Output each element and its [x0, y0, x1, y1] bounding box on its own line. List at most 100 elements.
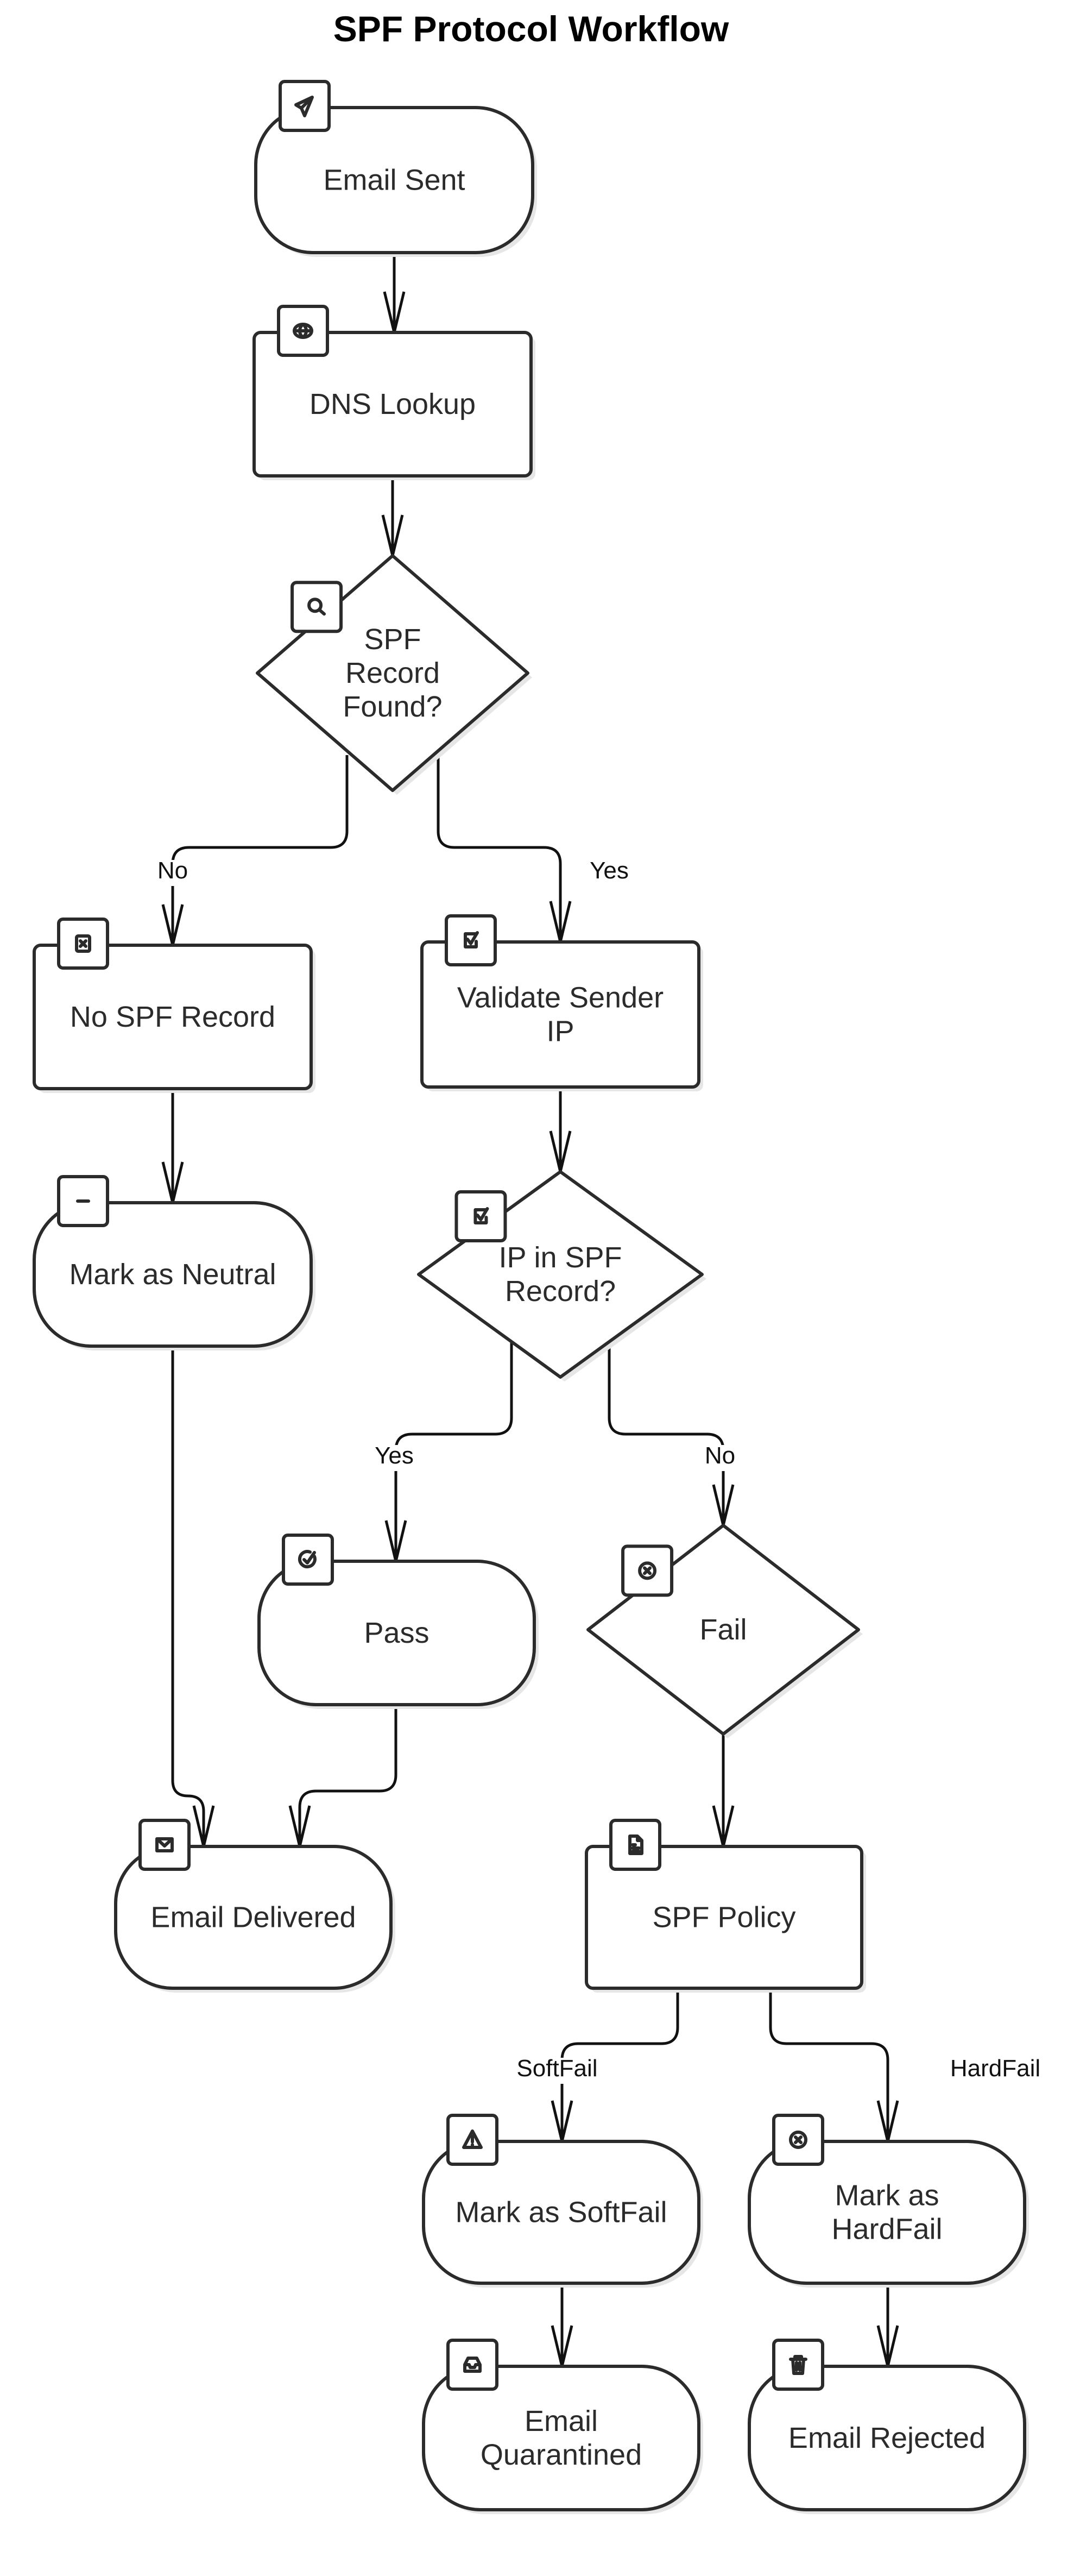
node-label: HardFail — [831, 2213, 942, 2246]
x-square-icon — [57, 918, 109, 970]
edge-email-sent-to-dns-lookup — [383, 253, 406, 333]
edge-line — [171, 755, 349, 945]
edge-spf-record-found-to-validate-sender-ip — [437, 755, 572, 943]
node-mark-neutral[interactable]: Mark as Neutral — [33, 1175, 315, 1350]
edge-fail-to-spf-policy — [712, 1734, 735, 1847]
node-label: Found? — [343, 690, 442, 723]
search-icon — [290, 581, 343, 633]
edge-label-bg — [704, 1445, 736, 1471]
node-label: Email Sent — [323, 164, 465, 197]
warning-icon — [446, 2114, 498, 2166]
edge-validate-sender-ip-to-ip-in-spf — [549, 1087, 572, 1172]
edge-label-bg — [371, 1445, 418, 1471]
node-dns-lookup[interactable]: DNS Lookup — [252, 305, 535, 480]
edge-line — [394, 1342, 513, 1561]
edge-label: No — [157, 857, 188, 884]
edge-dns-lookup-to-spf-record-found — [381, 476, 404, 556]
mail-icon — [138, 1819, 191, 1871]
edge-ip-in-spf-to-fail — [608, 1342, 735, 1526]
node-email-delivered[interactable]: Email Delivered — [114, 1819, 395, 1993]
terminal-shape — [254, 106, 534, 254]
node-label: Mark as — [835, 2179, 939, 2212]
inbox-icon — [446, 2339, 498, 2391]
edge-label: Yes — [375, 1442, 414, 1469]
node-label: Record? — [505, 1275, 616, 1308]
process-box — [33, 944, 313, 1090]
node-label: IP — [546, 1015, 574, 1048]
process-box — [585, 1845, 863, 1990]
edge-label-bg — [586, 860, 633, 886]
node-label: Validate Sender — [457, 982, 664, 1014]
edge-label-bg — [156, 860, 189, 886]
terminal-shape — [257, 1560, 536, 1706]
node-spf-policy[interactable]: SPF Policy — [585, 1819, 866, 1993]
edge-line — [437, 755, 562, 942]
edge-label-bg — [500, 2058, 614, 2084]
minus-icon — [57, 1175, 109, 1227]
edge-label: Yes — [590, 857, 629, 884]
node-email-rejected[interactable]: Email Rejected — [748, 2339, 1029, 2514]
node-label: Fail — [699, 1613, 747, 1646]
edge-line — [298, 1705, 397, 1846]
node-label: Quarantined — [481, 2439, 642, 2471]
edge-label: No — [705, 1442, 735, 1469]
terminal-shape — [422, 2140, 700, 2285]
node-pass[interactable]: Pass — [257, 1534, 539, 1709]
check-square-icon — [454, 1190, 507, 1243]
node-label: Mark as SoftFail — [455, 2196, 667, 2229]
node-label: Email Delivered — [150, 1901, 356, 1934]
node-label: Email Rejected — [788, 2422, 986, 2454]
node-label: Mark as Neutral — [69, 1258, 276, 1291]
node-fail[interactable]: Fail — [586, 1524, 863, 1738]
x-circle-icon — [772, 2114, 824, 2166]
globe-icon — [277, 305, 329, 357]
edge-no-spf-record-to-mark-neutral — [161, 1089, 184, 1203]
node-label: SPF — [364, 623, 421, 656]
terminal-shape — [422, 2365, 700, 2511]
edge-mark-neutral-to-email-delivered — [171, 1346, 215, 1847]
node-no-spf-record[interactable]: No SPF Record — [33, 918, 315, 1093]
edge-line — [769, 1988, 889, 2141]
terminal-shape — [748, 2365, 1026, 2511]
edge-label: HardFail — [950, 2055, 1040, 2082]
terminal-shape — [114, 1845, 393, 1990]
x-circle-icon — [621, 1544, 674, 1597]
node-email-sent[interactable]: Email Sent — [254, 80, 537, 257]
node-label: IP in SPF — [498, 1241, 622, 1274]
edge-pass-to-email-delivered — [288, 1705, 397, 1847]
node-label: No SPF Record — [70, 1001, 275, 1033]
edge-label: SoftFail — [516, 2055, 597, 2082]
check-circle-icon — [282, 1534, 334, 1586]
node-label: SPF Policy — [652, 1901, 795, 1934]
send-icon — [279, 80, 331, 132]
node-label: DNS Lookup — [310, 388, 476, 420]
edges-layer — [161, 253, 899, 2367]
node-label: Record — [345, 657, 440, 689]
process-box — [252, 331, 533, 477]
node-label: Email — [525, 2405, 598, 2437]
edge-line — [560, 1988, 679, 2141]
edge-mark-softfail-to-email-quarantined — [551, 2283, 573, 2367]
edge-label-bg — [938, 2058, 1052, 2084]
file-text-icon — [609, 1819, 661, 1871]
check-square-icon — [445, 914, 497, 966]
trash-icon — [772, 2339, 824, 2391]
diagram-title: SPF Protocol Workflow — [333, 9, 729, 49]
edge-spf-record-found-to-no-spf-record — [161, 755, 349, 946]
terminal-shape — [33, 1201, 313, 1348]
node-mark-softfail[interactable]: Mark as SoftFail — [422, 2114, 703, 2288]
process-box — [420, 940, 700, 1089]
node-label: Pass — [364, 1617, 429, 1649]
edge-line — [608, 1342, 725, 1525]
edge-mark-hardfail-to-email-rejected — [876, 2283, 899, 2367]
terminal-shape — [748, 2140, 1026, 2285]
edge-line — [171, 1346, 205, 1846]
